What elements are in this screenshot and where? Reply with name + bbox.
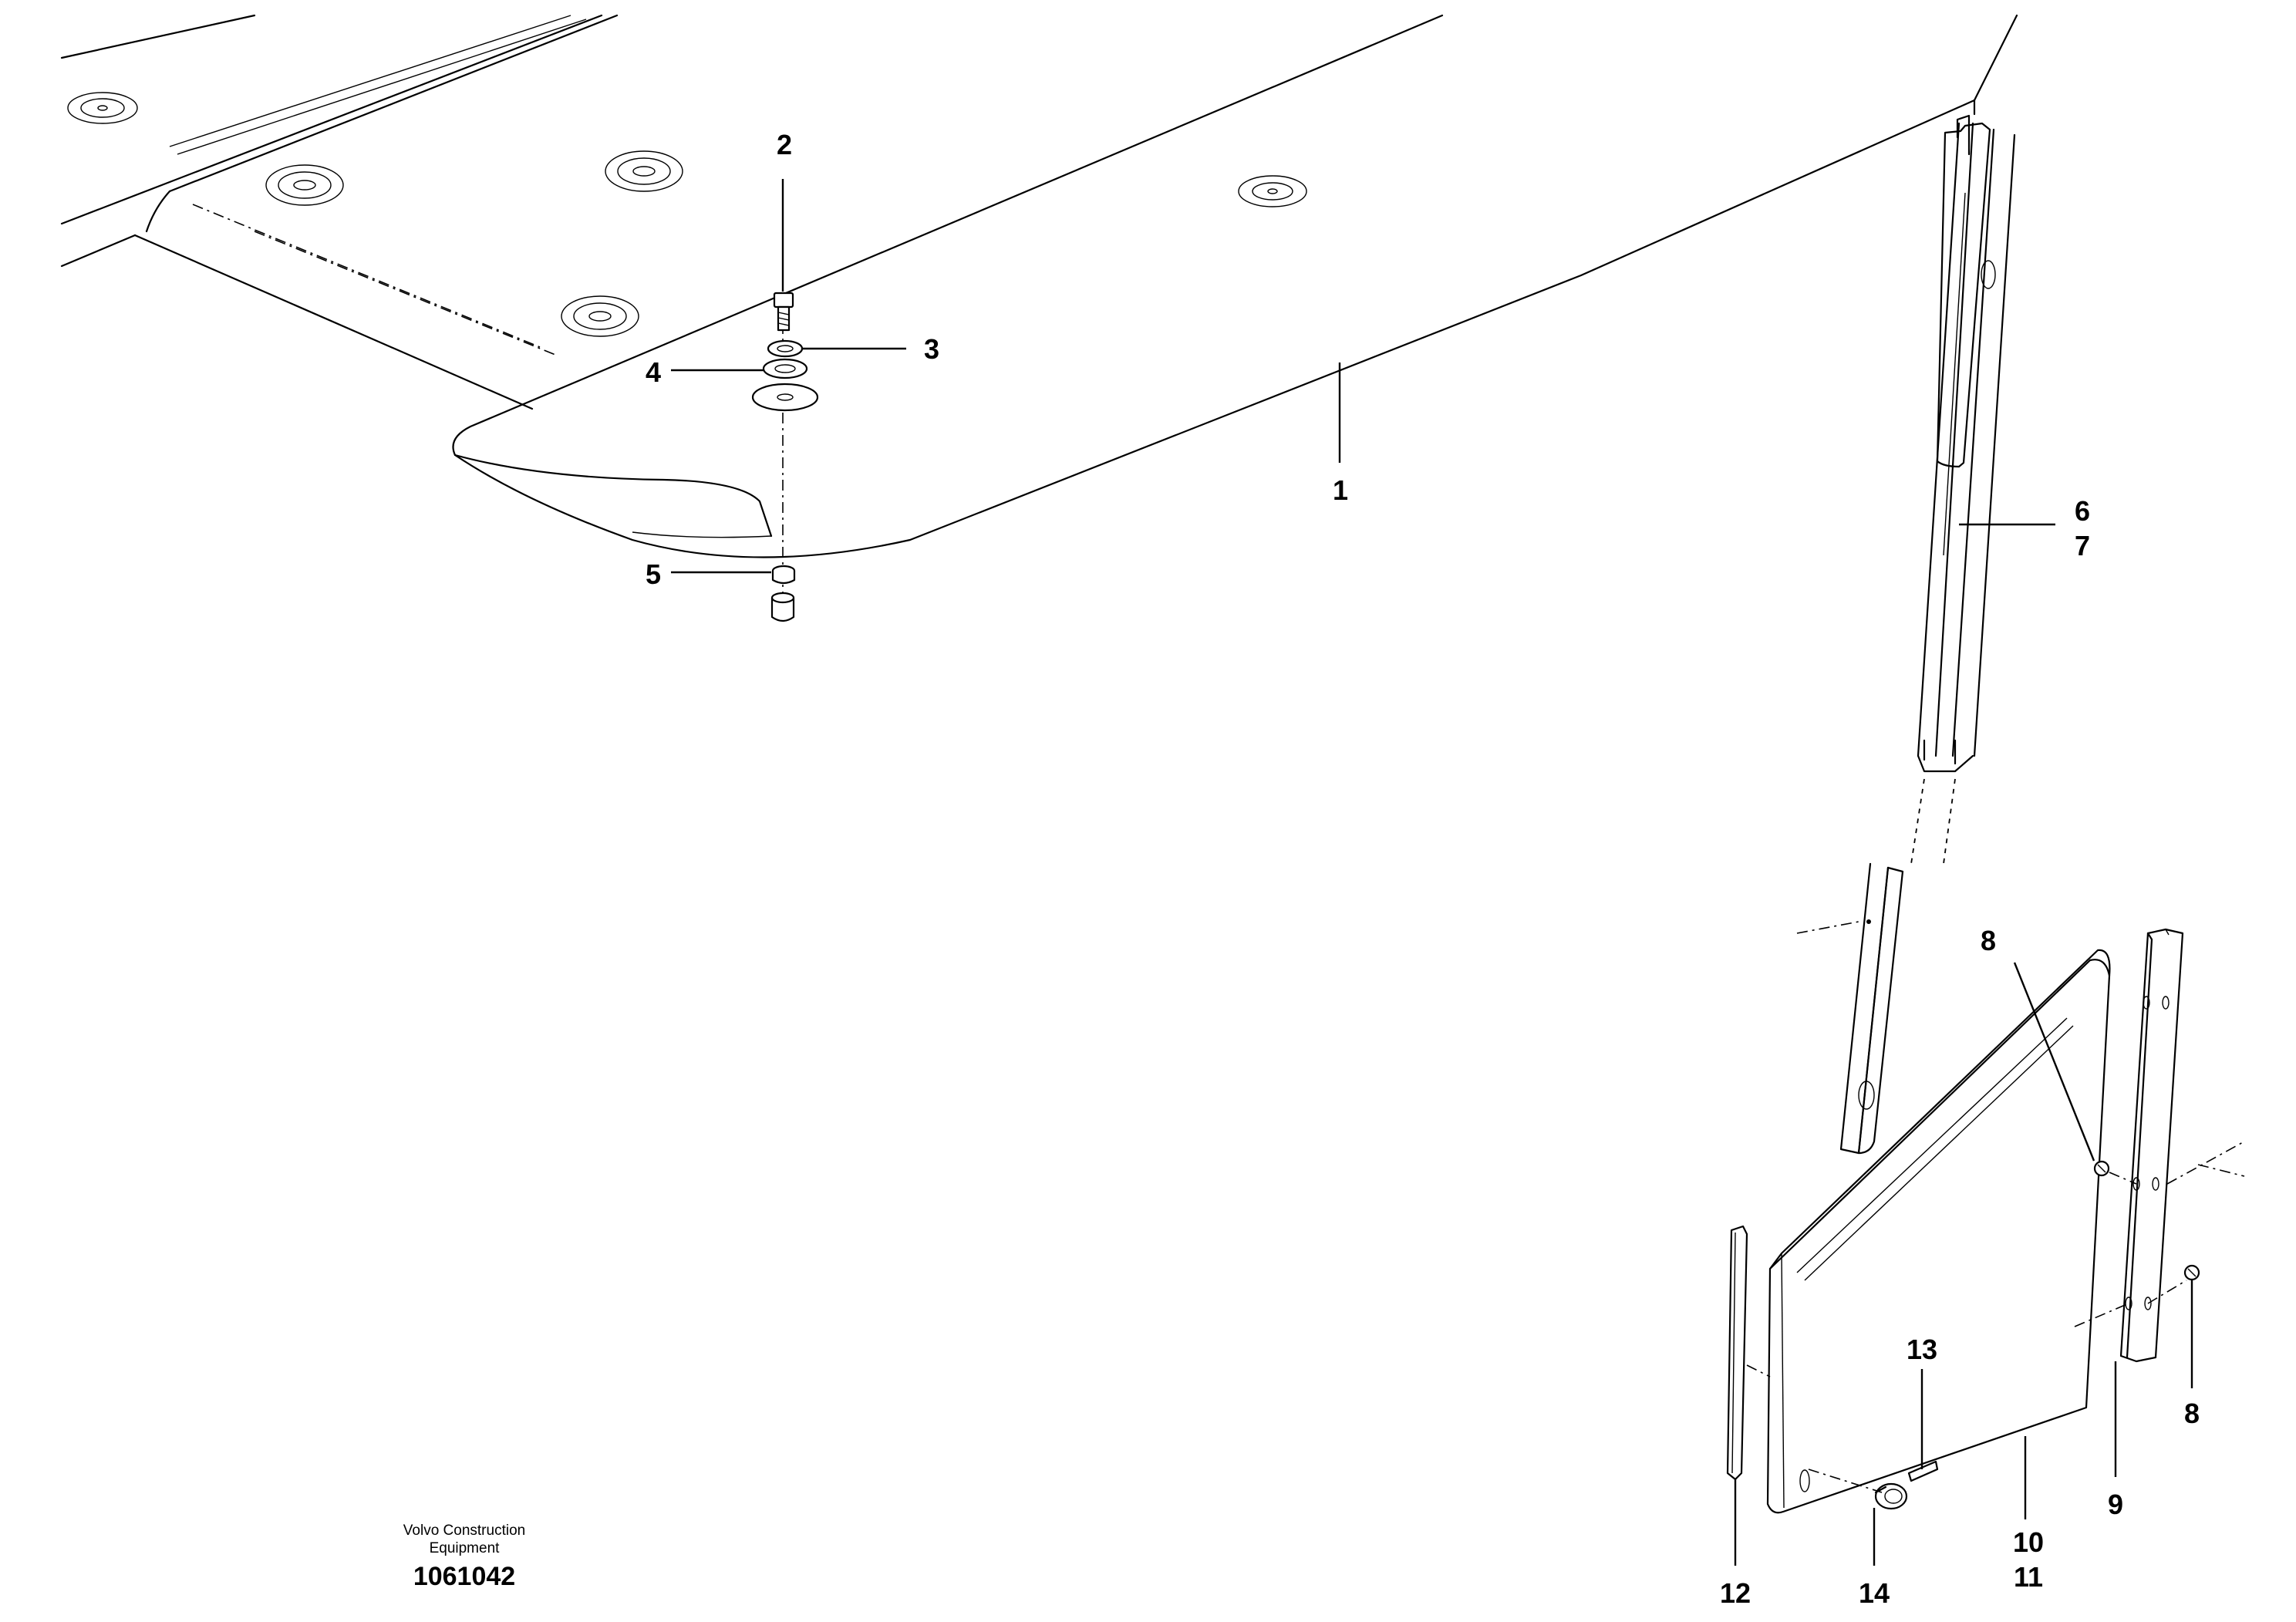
roof-mount xyxy=(265,164,344,206)
bolt xyxy=(773,292,794,332)
window-channel xyxy=(2074,928,2245,1363)
callout-3: 3 xyxy=(924,333,939,365)
company-name-line2: Equipment xyxy=(430,1540,501,1556)
latch-clip xyxy=(1907,1460,1939,1482)
roof-mount xyxy=(561,295,639,337)
callout-5: 5 xyxy=(646,558,661,590)
washer xyxy=(762,358,808,379)
callout-12: 12 xyxy=(1720,1577,1751,1609)
callout-8b: 8 xyxy=(2184,1398,2200,1429)
callout-11: 11 xyxy=(2014,1561,2043,1593)
screw xyxy=(2093,1160,2137,1185)
footer: Volvo Construction Equipment 1061042 xyxy=(403,1523,525,1591)
callout-7: 7 xyxy=(2075,530,2090,561)
callout-6: 6 xyxy=(2075,495,2090,527)
leader-lines xyxy=(671,179,2193,1566)
bushing xyxy=(771,565,796,585)
large-washer xyxy=(751,383,819,412)
roof-mount xyxy=(605,150,683,192)
callout-10: 10 xyxy=(2013,1526,2044,1558)
callout-1: 1 xyxy=(1333,474,1348,506)
callout-9: 9 xyxy=(2108,1489,2123,1520)
roof-visor xyxy=(452,14,2018,558)
side-window-panel xyxy=(1766,949,2111,1514)
seal-strip xyxy=(1726,1225,1771,1481)
roof-mount xyxy=(67,92,138,124)
screw xyxy=(2147,1264,2200,1304)
callout-8a: 8 xyxy=(1981,925,1996,956)
callout-labels: 1 2 3 4 5 6 7 8 8 9 10 11 12 13 14 xyxy=(646,129,2200,1609)
drawing-number: 1061042 xyxy=(413,1562,515,1591)
spacer-sleeve xyxy=(770,592,795,622)
callout-2: 2 xyxy=(777,129,792,160)
callout-13: 13 xyxy=(1907,1334,1937,1365)
spring-washer xyxy=(767,339,804,358)
cab-roof xyxy=(60,14,1307,410)
pillar-trim xyxy=(1796,114,2016,1155)
company-name-line1: Volvo Construction xyxy=(403,1523,525,1539)
callout-14: 14 xyxy=(1859,1577,1890,1609)
latch-knob xyxy=(1808,1469,1908,1510)
callout-4: 4 xyxy=(646,356,661,388)
roof-mount xyxy=(1238,175,1307,207)
